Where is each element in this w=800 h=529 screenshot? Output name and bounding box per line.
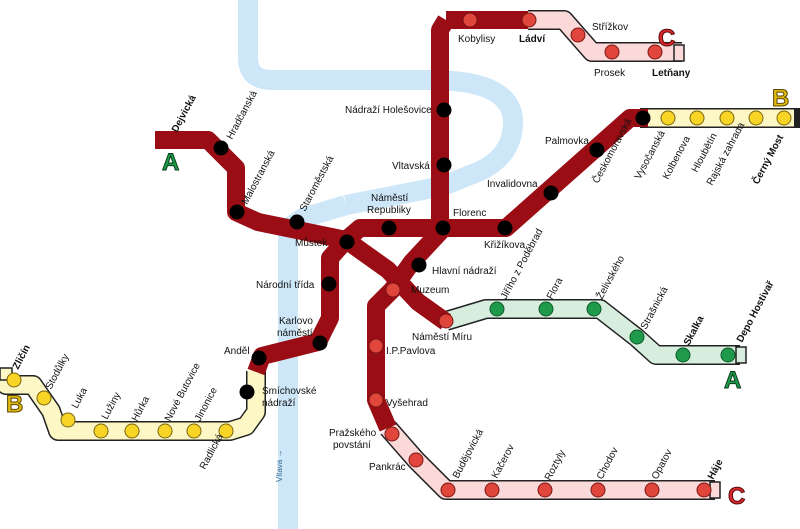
- label-zlicin: Zličín: [11, 343, 33, 371]
- label-prazskeho-1: Pražského: [329, 428, 377, 439]
- label-vysehrad: Vyšehrad: [386, 398, 428, 409]
- label-namesti-republiky-1: Náměstí: [371, 193, 408, 204]
- label-karlovo-1: Karlovo: [279, 316, 313, 327]
- label-malostranska: Malostranská: [240, 148, 278, 206]
- line-a-east-letter: A: [724, 367, 741, 394]
- label-ladvi: Ládví: [519, 34, 546, 45]
- label-stodulky: Stodůlky: [43, 352, 72, 392]
- label-prazskeho-2: povstání: [333, 440, 371, 451]
- label-letnany: Letňany: [652, 68, 691, 79]
- label-skalka: Skalka: [682, 314, 707, 348]
- label-opatov: Opatov: [650, 448, 675, 482]
- label-pankrac: Pankrác: [369, 462, 406, 473]
- label-narodni-trida: Národní třída: [256, 280, 315, 291]
- label-roztyly: Roztyly: [543, 448, 568, 482]
- label-chodov: Chodov: [595, 446, 621, 482]
- core-stations: [213, 102, 651, 400]
- line-a-stations: [489, 301, 736, 363]
- line-b-west-letter: B: [6, 391, 23, 418]
- label-budejovicka: Budějovická: [451, 427, 486, 480]
- line-c-stations: [368, 12, 712, 498]
- label-namesti-republiky-2: Republiky: [367, 205, 411, 216]
- label-hurka: Hůrka: [129, 394, 152, 424]
- label-strizkov: Střížkov: [592, 22, 628, 33]
- line-c-south-letter: C: [728, 483, 745, 510]
- label-hlavni-nadrazi: Hlavní nádraží: [432, 266, 497, 277]
- label-muzeum: Muzeum: [411, 285, 449, 296]
- label-ip-pavlova: I.P.Pavlova: [386, 346, 436, 357]
- label-smichovske-2: nádraží: [262, 398, 296, 409]
- river-label: Vltava →: [275, 450, 284, 482]
- label-andel: Anděl: [224, 346, 250, 357]
- line-c-north-letter: C: [658, 25, 675, 52]
- label-kobylisy: Kobylisy: [458, 34, 495, 45]
- label-namesti-miru: Náměstí Míru: [412, 332, 472, 343]
- label-mustek: Můstek: [295, 237, 328, 249]
- label-vltavska: Vltavská: [392, 161, 430, 172]
- label-hradcanska: Hradčanská: [225, 89, 260, 142]
- label-dejvicka: Dejvická: [170, 93, 199, 134]
- label-strasnicka: Strašnická: [639, 285, 671, 332]
- label-karlovo-2: náměstí: [277, 328, 313, 339]
- label-luziny: Lužiny: [100, 391, 123, 422]
- label-prosek: Prosek: [594, 68, 626, 79]
- label-flora: Flora: [545, 276, 566, 302]
- line-b-east-letter: B: [772, 85, 789, 112]
- label-smichovske-1: Smíchovské: [262, 386, 317, 397]
- line-b-stations: [6, 110, 792, 439]
- label-cerny-most: Černý Most: [749, 132, 786, 187]
- station-labels: Dejvická Hradčanská Malostranská Staromě…: [11, 22, 787, 482]
- line-a-west-letter: A: [162, 149, 179, 176]
- line-a-east: [443, 299, 747, 365]
- label-krizikova: Křižíkova: [484, 240, 526, 251]
- label-kacerov: Kačerov: [490, 443, 517, 481]
- label-rajska-zahrada: Rajská zahrada: [705, 121, 748, 188]
- label-jinonice: Jinonice: [193, 385, 220, 423]
- label-depo-hostivar: Depo Hostivař: [735, 279, 777, 344]
- label-zelivskeho: Želivského: [593, 253, 627, 302]
- line-c: [380, 10, 721, 500]
- label-nadrazi-holesovice: Nádraží Holešovice: [345, 105, 432, 116]
- label-palmovka: Palmovka: [545, 136, 589, 147]
- label-jiriho-z-podebrad: Jiřího z Poděbrad: [499, 227, 546, 301]
- label-haje: Háje: [706, 457, 726, 481]
- label-invalidovna: Invalidovna: [487, 179, 538, 190]
- label-florenc: Florenc: [453, 208, 486, 219]
- label-luka: Luka: [70, 386, 90, 411]
- label-kolbenova: Kolbenova: [661, 134, 693, 181]
